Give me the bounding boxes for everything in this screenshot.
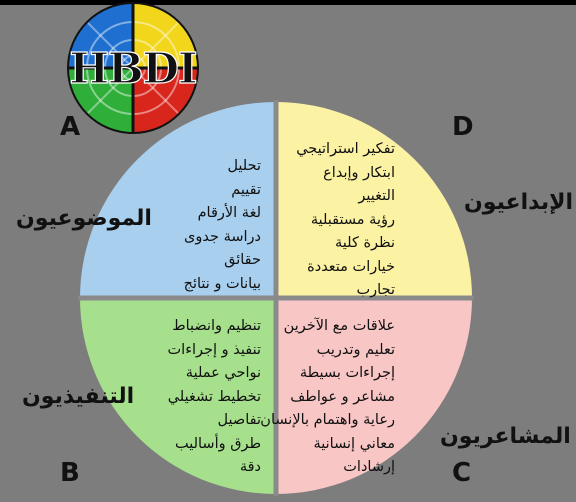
quadrant-a-item: لغة الأرقام bbox=[197, 205, 261, 221]
quadrant-a-fill bbox=[80, 102, 276, 298]
quadrant-c-item: إرشادات bbox=[343, 459, 395, 475]
quadrant-d-title: الإبداعيون bbox=[464, 190, 574, 215]
quadrant-a-item: حقائق bbox=[224, 252, 261, 268]
quadrant-b-item: طرق وأساليب bbox=[174, 435, 261, 452]
quadrant-d-item: رؤية مستقبلية bbox=[310, 211, 395, 228]
quadrant-a-item: دراسة جدوى bbox=[184, 228, 261, 245]
top-bar bbox=[0, 0, 576, 5]
quadrant-a-letter: A bbox=[60, 112, 81, 142]
quadrant-b-letter: B bbox=[60, 458, 80, 488]
quadrant-d-letter: D bbox=[452, 112, 474, 142]
quadrant-b-title: التنفيذيون bbox=[22, 384, 135, 409]
quadrant-b-item: نواحي عملية bbox=[185, 365, 261, 381]
quadrant-d-item: التغيير bbox=[358, 188, 395, 204]
quadrant-circle bbox=[78, 100, 474, 496]
logo-text: HBDI bbox=[69, 44, 196, 93]
quadrant-c-item: إجراءات بسيطة bbox=[299, 365, 395, 381]
quadrant-d-item: نظرة كلية bbox=[335, 235, 395, 251]
quadrant-c-letter: C bbox=[452, 458, 472, 488]
quadrant-b-item: دقة bbox=[239, 459, 261, 475]
quadrant-b-list: تنظيم وانضباط تنفيذ و إجراءات نواحي عملية ت… bbox=[168, 315, 261, 480]
quadrant-c-list: علاقات مع الآخرين تعليم وتدريب إجراءات بسي… bbox=[260, 315, 395, 480]
quadrant-b-item: تفاصيل bbox=[217, 412, 261, 428]
quadrant-b-fill bbox=[80, 298, 276, 494]
quadrant-d-list: تفكير استراتيجي ابتكار وإبداع التغيير رؤية … bbox=[296, 138, 395, 303]
quadrant-a-item: تقييم bbox=[231, 181, 261, 198]
quadrant-c-item: تعليم وتدريب bbox=[316, 341, 395, 358]
quadrant-a-item: تحليل bbox=[227, 158, 261, 174]
quadrant-d-item: تجارب bbox=[356, 282, 395, 298]
quadrant-a-list: تحليل تقييم لغة الأرقام دراسة جدوى حقائق بيان… bbox=[184, 155, 261, 296]
quadrant-a-item: بيانات و نتائج bbox=[183, 275, 261, 292]
quadrant-b-item: تنظيم وانضباط bbox=[172, 318, 261, 334]
quadrant-a-title: الموضوعيون bbox=[16, 206, 152, 231]
hbdi-logo: HBDI bbox=[67, 2, 199, 134]
quadrant-c-title: المشاعريون bbox=[440, 424, 571, 449]
quadrant-d-item: خيارات متعددة bbox=[307, 258, 395, 275]
quadrant-d-fill bbox=[276, 102, 472, 298]
quadrant-b-item: تخطيط تشغيلي bbox=[167, 388, 261, 405]
quadrant-c-item: علاقات مع الآخرين bbox=[283, 318, 395, 334]
quadrant-b-item: تنفيذ و إجراءات bbox=[167, 341, 261, 358]
quadrant-c-item: معاني إنسانية bbox=[313, 435, 395, 452]
quadrant-d-item: تفكير استراتيجي bbox=[296, 141, 395, 157]
quadrant-c-fill bbox=[276, 298, 472, 494]
quadrant-d-item: ابتكار وإبداع bbox=[323, 164, 395, 181]
quadrant-c-item: رعاية واهتمام بالإنسان bbox=[260, 412, 395, 428]
quadrant-c-item: مشاعر و عواطف bbox=[290, 388, 395, 405]
